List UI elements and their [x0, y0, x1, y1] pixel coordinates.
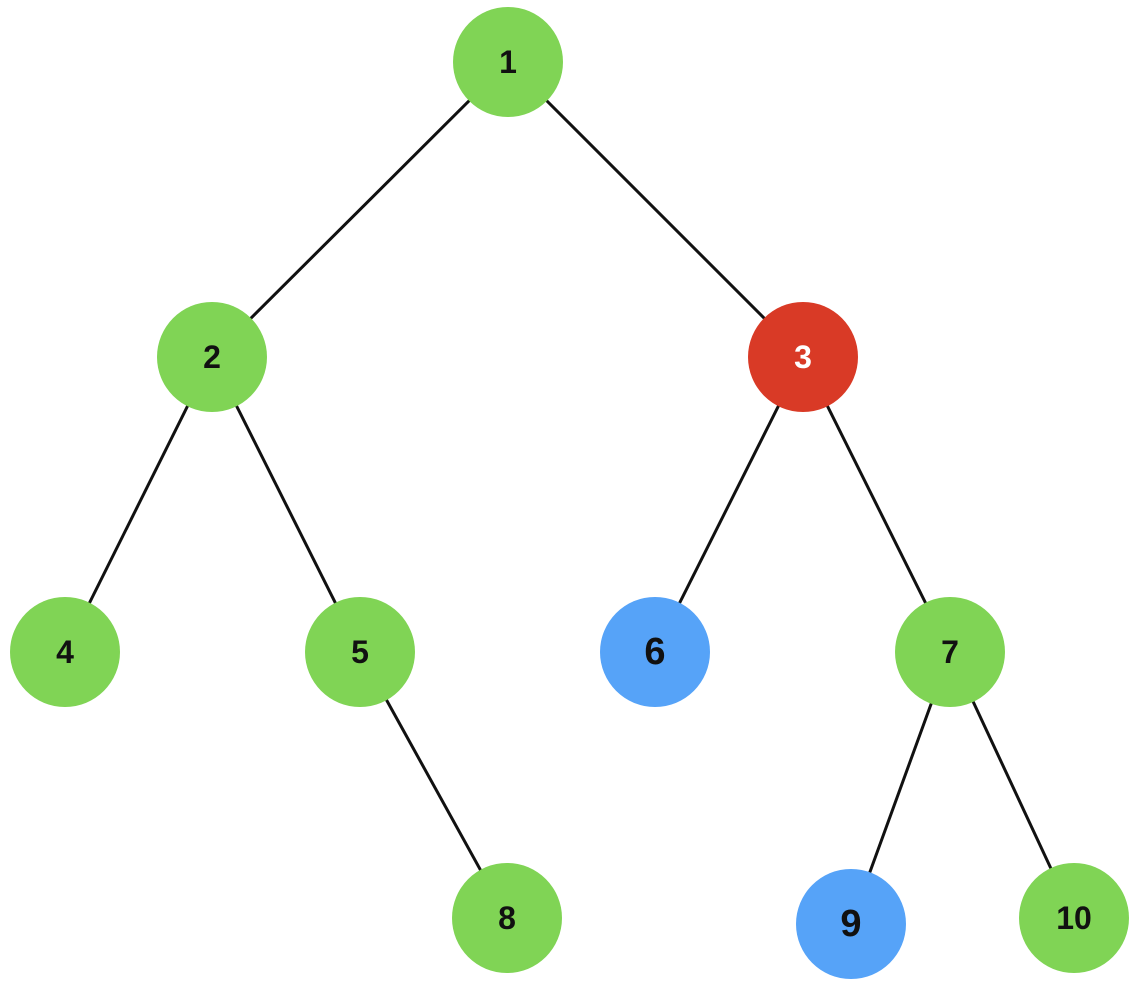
edge-3-6: [653, 356, 805, 653]
node-label-6: 6: [644, 631, 665, 673]
node-label-9: 9: [840, 903, 861, 945]
tree-node-10: 10: [1019, 863, 1129, 973]
node-circle-1: [453, 7, 563, 117]
edge-1-3: [506, 60, 805, 359]
tree-node-8: 8: [452, 863, 562, 973]
node-circle-4: [10, 597, 120, 707]
node-circle-5: [305, 597, 415, 707]
node-label-8: 8: [498, 900, 516, 936]
node-circle-6: [600, 597, 710, 707]
node-circle-10: [1019, 863, 1129, 973]
node-circle-7: [895, 597, 1005, 707]
edge-1-2: [210, 60, 510, 359]
node-label-3: 3: [794, 339, 812, 375]
tree-node-5: 5: [305, 597, 415, 707]
node-circle-2: [157, 302, 267, 412]
tree-node-9: 9: [796, 869, 906, 979]
tree-node-2: 2: [157, 302, 267, 412]
node-circle-9: [796, 869, 906, 979]
node-label-10: 10: [1056, 900, 1092, 936]
tree-node-3: 3: [748, 302, 858, 412]
node-label-4: 4: [56, 634, 74, 670]
tree-node-4: 4: [10, 597, 120, 707]
edge-2-5: [210, 356, 362, 653]
node-label-5: 5: [351, 634, 369, 670]
node-label-2: 2: [203, 339, 221, 375]
tree-node-1: 1: [453, 7, 563, 117]
node-circle-8: [452, 863, 562, 973]
nodes-layer: 1 2 3 4 5 6 7 8 9 10: [10, 7, 1129, 979]
node-label-7: 7: [941, 634, 959, 670]
tree-node-6: 6: [600, 597, 710, 707]
node-label-1: 1: [499, 44, 517, 80]
node-circle-3: [748, 302, 858, 412]
tree-node-7: 7: [895, 597, 1005, 707]
edges-layer: [63, 60, 1076, 925]
